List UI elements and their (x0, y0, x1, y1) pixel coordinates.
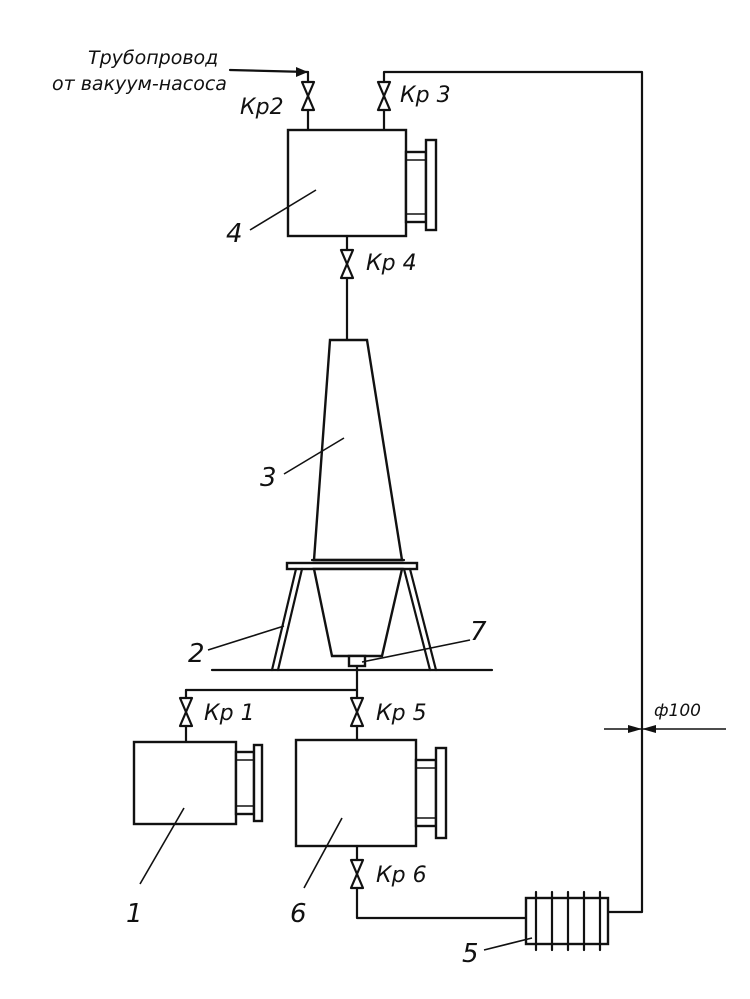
diameter-marker (604, 725, 726, 733)
valve-kp4-label: Кр 4 (366, 251, 417, 276)
pipeline-inlet (228, 67, 310, 84)
component-7-label: 7 (470, 617, 487, 647)
valve-kp1-label: Кр 1 (204, 701, 255, 726)
valve-kp1 (178, 696, 194, 744)
valve-kp5 (349, 688, 365, 742)
valve-kp5-label: Кр 5 (376, 701, 427, 726)
component-1-label: 1 (126, 899, 143, 929)
valve-kp3 (376, 80, 392, 132)
vessel-4 (286, 128, 438, 238)
leader-2 (207, 625, 285, 651)
component-2-label: 2 (188, 639, 205, 669)
vessel-1 (132, 740, 264, 826)
distribution-line (184, 664, 359, 700)
valve-kp6-label: Кр 6 (376, 863, 427, 888)
pipeline-label-line1: Трубопровод (88, 47, 218, 69)
leader-3 (283, 437, 345, 475)
hopper-cone (312, 567, 404, 668)
leader-1 (139, 807, 185, 885)
component-6-label: 6 (290, 899, 307, 929)
return-line (382, 70, 644, 914)
cooler-5 (524, 890, 610, 952)
column-3 (312, 338, 404, 562)
component-3-label: 3 (260, 463, 277, 493)
valve-kp2-label: Кр2 (240, 95, 284, 120)
component-4-label: 4 (226, 219, 243, 249)
valve-kp2 (300, 80, 316, 132)
pipeline-label-line2: от вакуум-насоса (52, 73, 227, 95)
leader-5 (483, 937, 533, 951)
diameter-label: ф100 (654, 701, 701, 721)
leader-6 (303, 817, 343, 889)
leader-7 (361, 639, 471, 663)
valve-kp3-label: Кр 3 (400, 83, 451, 108)
valve-kp4 (339, 234, 355, 342)
leader-4 (249, 189, 317, 231)
valve-kp6 (349, 844, 528, 920)
vessel-6 (294, 738, 448, 848)
component-5-label: 5 (462, 939, 479, 969)
